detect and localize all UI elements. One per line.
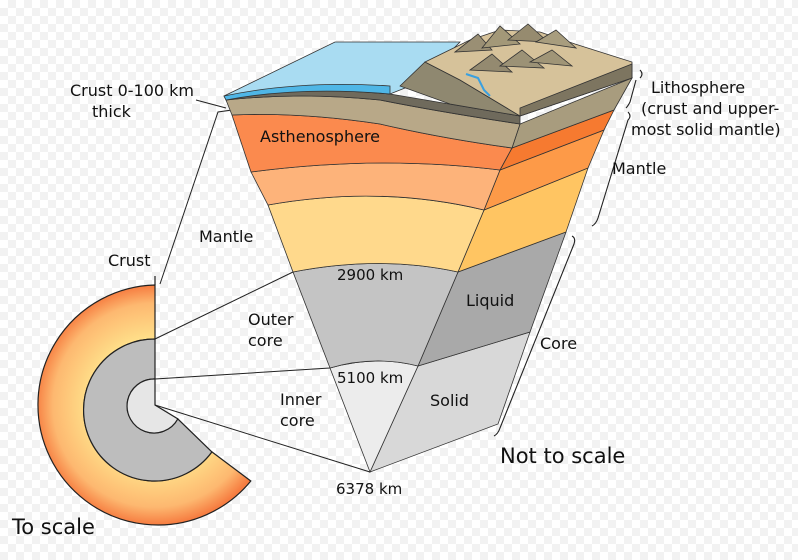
crust-thickness-label-line2: thick: [92, 102, 132, 121]
inner-core-label-line1: Inner: [280, 390, 322, 409]
mountain-5: [468, 53, 514, 73]
not-to-scale-label: Not to scale: [500, 444, 625, 468]
river: [465, 73, 491, 97]
outer-core-connector: [154, 367, 331, 380]
mantle-connector: [154, 271, 294, 340]
outer-core-label-line1: Outer: [248, 310, 294, 329]
mountain-4: [534, 29, 578, 49]
mantle-bracket: [591, 111, 631, 227]
right-brackets: [493, 69, 643, 437]
crust-thickness-pointer: [195, 99, 227, 109]
crust-thickness-label-line1: Crust 0-100 km: [70, 81, 194, 100]
connector-lines: [154, 109, 371, 473]
ocean-deep-band: [223, 83, 391, 101]
lithosphere-bracket: [625, 69, 643, 109]
lithosphere-label-line2: (crust and upper-: [641, 99, 779, 118]
mountain-2: [481, 25, 521, 49]
crust-connector: [159, 109, 233, 285]
depth-2900-label: 2900 km: [337, 266, 403, 284]
lithosphere-label-line1: Lithosphere: [651, 78, 745, 97]
mountain-6: [498, 49, 546, 69]
core-bracket: [493, 235, 576, 437]
to-scale-inner-core: [126, 378, 179, 434]
outer-core-label-line2: core: [248, 331, 283, 350]
cone-side-face: [369, 77, 633, 473]
inner-core-connector: [154, 404, 371, 473]
front-lower-mantle: [267, 195, 485, 273]
core-right-label: Core: [540, 334, 577, 353]
depth-6378-label: 6378 km: [336, 480, 402, 498]
mountain-3: [506, 23, 550, 43]
depth-5100-label: 5100 km: [337, 369, 403, 387]
to-scale-label: To scale: [11, 515, 95, 539]
to-scale-cross-section: [37, 276, 252, 526]
cone-top-surface: [223, 23, 633, 117]
mountain-7: [528, 49, 574, 67]
mantle-left-label: Mantle: [199, 227, 253, 246]
lithosphere-label-line3: most solid mantle): [631, 120, 781, 139]
solid-label: Solid: [430, 391, 469, 410]
labels: Crust 0-100 km thick Asthenosphere Mantl…: [11, 78, 781, 539]
inner-core-label-line2: core: [280, 411, 315, 430]
liquid-label: Liquid: [466, 291, 514, 310]
land-right-edge: [519, 63, 633, 117]
crust-left-label: Crust: [108, 251, 151, 270]
asthenosphere-label: Asthenosphere: [260, 127, 380, 146]
mantle-right-label: Mantle: [612, 159, 666, 178]
